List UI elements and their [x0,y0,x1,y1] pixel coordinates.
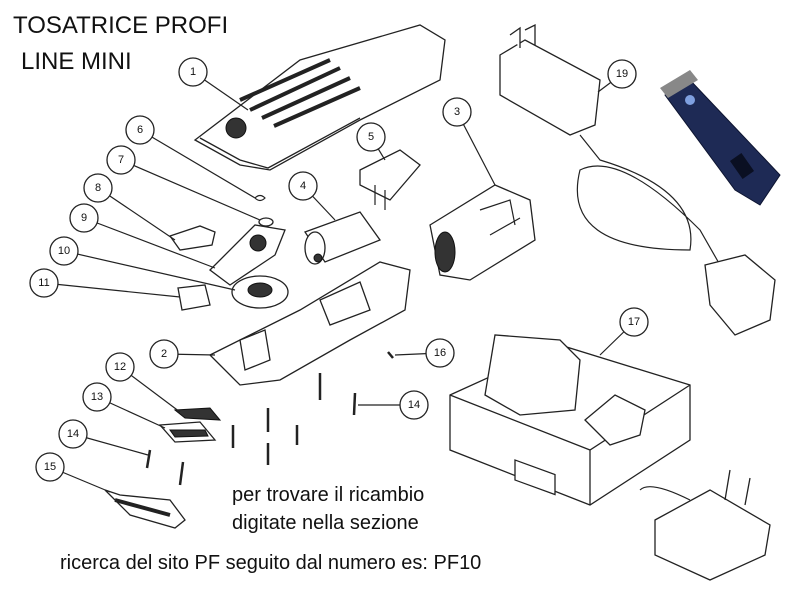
part-19-power-adapter [499,23,776,336]
part-13-blade-assembly [158,421,217,443]
part-12-blade-clip [173,407,222,421]
part-4-motor [304,211,382,265]
callout-9: 9 [69,203,99,233]
callout-15: 15 [35,452,65,482]
svg-text:6: 6 [137,124,143,136]
callout-19: 19 [607,59,637,89]
callout-12: 12 [105,352,135,382]
svg-text:8: 8 [95,182,101,194]
part-2-bottom-chassis [208,261,411,386]
callout-6: 6 [125,115,155,145]
svg-text:14: 14 [408,399,420,411]
part-3-battery [429,184,536,281]
title-line-1: TOSATRICE PROFI [13,12,229,39]
svg-text:5: 5 [368,131,374,143]
part-17-charging-base [449,334,691,506]
part-6-spring [254,194,266,202]
svg-text:19: 19 [616,68,628,80]
callout-2: 2 [149,339,179,369]
instruction-line-1: per trovare il ricambio [232,484,425,506]
callout-14-right: 14 [399,390,429,420]
callout-11: 11 [29,268,59,298]
svg-text:16: 16 [434,347,446,359]
part-15-blade [104,489,186,529]
svg-text:12: 12 [114,361,126,373]
svg-text:11: 11 [38,277,49,289]
clipper-product-photo [660,70,781,206]
screws [145,351,394,486]
callout-16: 16 [425,338,455,368]
svg-text:4: 4 [300,180,306,192]
instruction-line-2: digitate nella sezione [232,512,419,534]
callout-14-left: 14 [58,419,88,449]
charger-power-plug [639,469,771,581]
part-5-circuit-board [359,149,421,210]
svg-text:3: 3 [454,106,460,118]
callout-17: 17 [619,307,649,337]
part-9-lever [209,224,286,286]
svg-text:9: 9 [81,212,87,224]
callout-8: 8 [83,173,113,203]
svg-text:7: 7 [118,154,124,166]
svg-text:2: 2 [161,348,167,360]
callout-4: 4 [288,171,318,201]
part-1-top-housing [193,24,446,171]
callout-3: 3 [442,97,472,127]
instruction-line-3: ricerca del sito PF seguito dal numero e… [60,552,482,574]
part-11-block [177,284,211,311]
svg-text:10: 10 [58,245,70,257]
title-line-2: LINE MINI [21,48,132,75]
callout-10: 10 [49,236,79,266]
svg-text:14: 14 [67,428,79,440]
callout-5: 5 [356,122,386,152]
callout-7: 7 [106,145,136,175]
part-8-plate [168,225,216,251]
svg-text:13: 13 [91,391,103,403]
callout-1: 1 [178,57,208,87]
part-7-washer [258,217,274,227]
svg-text:15: 15 [44,461,56,473]
svg-text:17: 17 [628,316,640,328]
svg-text:1: 1 [190,66,196,78]
callout-13: 13 [82,382,112,412]
part-10-gear [231,275,289,309]
